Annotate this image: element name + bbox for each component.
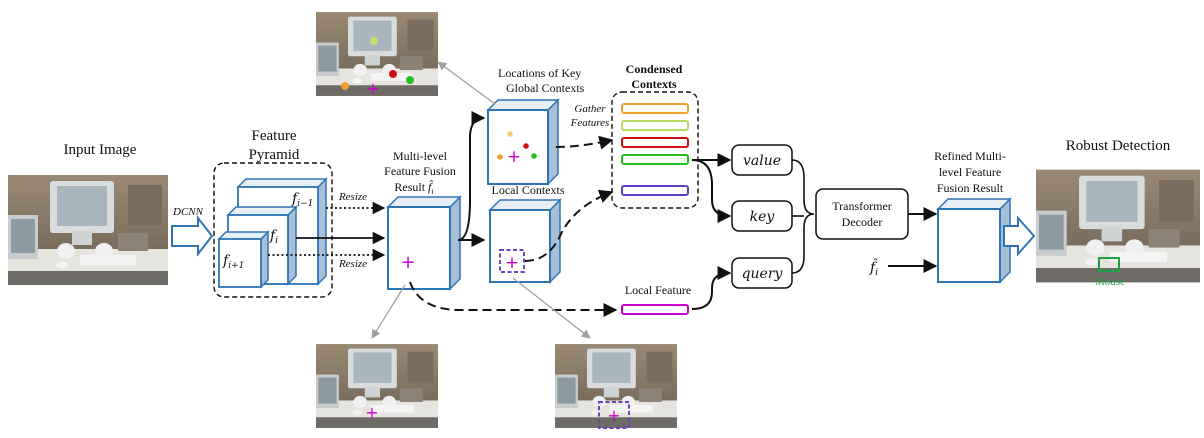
local-contexts-label: Local Contexts: [492, 183, 565, 197]
arrow-to-local-feature: [409, 281, 618, 317]
transformer-label-2: Decoder: [842, 215, 883, 229]
local-feature-label: Local Feature: [625, 283, 691, 297]
condensed-bar: [621, 120, 689, 131]
refined-label-1: Refined Multi-: [934, 149, 1006, 163]
thumb-dot-orange: [341, 82, 349, 90]
thumb-local-box: [598, 401, 630, 429]
mlff-label-2: Feature Fusion: [384, 164, 456, 178]
f-ip1-label: fi+1: [222, 253, 244, 271]
loc-key-label-2: Global Contexts: [506, 81, 585, 95]
mouse-bbox: [1098, 257, 1120, 272]
f-i-label: fi: [269, 228, 278, 246]
value-label: value: [743, 153, 781, 169]
local-context-arrow: [524, 189, 614, 262]
gray-arrow-mlff: [371, 284, 406, 339]
context-dot: [523, 143, 529, 149]
gray-arrow-local: [512, 277, 591, 339]
mlff-query-plus: +: [400, 252, 415, 273]
key-label: key: [750, 209, 776, 225]
robust-detection-title: Robust Detection: [1066, 138, 1171, 154]
gather-label-1: Gather: [574, 103, 606, 115]
transformer-label-1: Transformer: [832, 199, 892, 213]
context-dot: [531, 153, 537, 159]
resize-label-top: Resize: [338, 191, 367, 203]
arrow-to-key: [691, 159, 732, 223]
loc-key-label-1: Locations of Key: [498, 66, 581, 80]
dcnn-arrow: [171, 215, 214, 257]
condensed-label-2: Contexts: [631, 77, 677, 91]
input-image-title: Input Image: [64, 142, 137, 158]
resize-label-bottom: Resize: [338, 258, 367, 270]
thumb-plus-mlff: +: [365, 403, 378, 422]
global-query-plus: +: [507, 147, 521, 167]
thumb-plus-local: +: [607, 406, 620, 425]
refined-label-2: level Feature: [939, 165, 1001, 179]
condensed-bar: [621, 103, 689, 114]
gray-arrow-top: [437, 61, 496, 105]
local-query-plus: +: [505, 253, 519, 273]
transformer-decoder-box: [815, 188, 909, 240]
feature-pyramid-box: [213, 162, 333, 298]
mlff-label-3: Result f̂i: [394, 179, 433, 196]
context-dot: [507, 131, 513, 137]
output-arrow: [1003, 215, 1036, 257]
refined-block: [936, 197, 1012, 284]
kqv-brace: [791, 159, 815, 274]
arrow-to-query: [691, 266, 732, 310]
thumb-plus-top: +: [366, 79, 379, 98]
condensed-label-1: Condensed: [626, 62, 683, 76]
condensed-bar: [621, 137, 689, 148]
local-window-box: [499, 249, 525, 273]
thumb-dot-lime: [370, 37, 378, 45]
local-context-bar: [621, 185, 689, 196]
fhat-input-label: f̂i: [869, 258, 878, 278]
local-feature-bar: [621, 304, 689, 315]
gather-arrow: [555, 135, 614, 150]
feature-pyramid-title-2: Pyramid: [249, 147, 300, 163]
mouse-label: Mouse: [1095, 276, 1125, 288]
mlff-block: [386, 195, 462, 291]
pyramid-level-small: [217, 230, 270, 289]
feature-pyramid-title-1: Feature: [252, 128, 297, 144]
gather-label-2: Features: [570, 117, 610, 129]
condensed-contexts-box: [611, 91, 699, 209]
thumb-dot-green: [406, 76, 414, 84]
condensed-bar: [621, 154, 689, 165]
query-label: query: [742, 266, 784, 282]
f-im1-label: fi−1: [291, 191, 313, 209]
context-dot: [497, 154, 503, 160]
thumb-dot-red: [389, 70, 397, 78]
refined-label-3: Fusion Result: [937, 181, 1004, 195]
arrow-to-global: [457, 111, 486, 241]
dcnn-label: DCNN: [172, 206, 204, 218]
input-image: [8, 175, 168, 285]
mlff-label-1: Multi-level: [393, 149, 448, 163]
global-context-block: [486, 98, 560, 186]
